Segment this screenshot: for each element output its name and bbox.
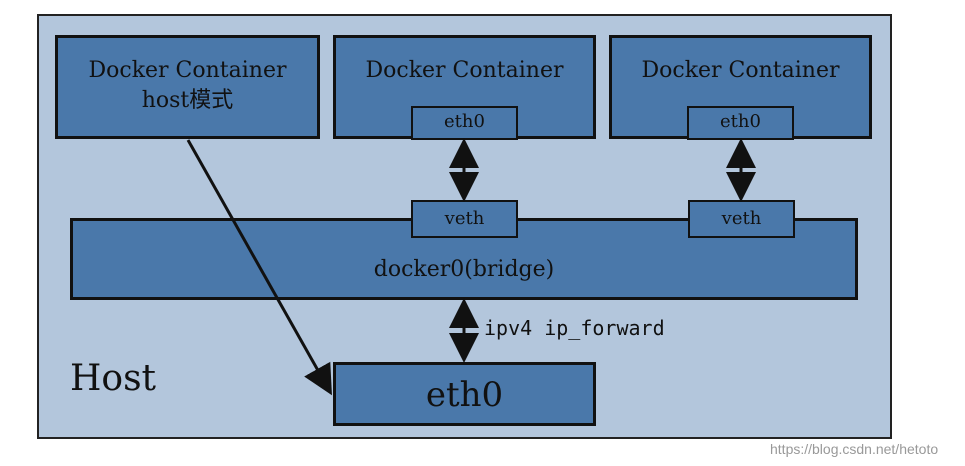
arrow-host-mode — [186, 139, 332, 396]
watermark: https://blog.csdn.net/hetoto — [770, 441, 939, 457]
veth-2: veth — [688, 200, 795, 238]
container-title: Docker Container — [641, 58, 840, 83]
container-3: Docker Container — [609, 35, 872, 139]
container-mode: host模式 — [141, 88, 234, 113]
container-title: Docker Container — [88, 58, 287, 83]
host-eth0: eth0 — [333, 362, 596, 426]
container-2-eth0: eth0 — [411, 106, 518, 140]
container-host-mode: Docker Container host模式 — [55, 35, 320, 139]
container-title: Docker Container — [365, 58, 564, 83]
bridge-label: docker0(bridge) — [373, 257, 555, 282]
host-label: Host — [70, 358, 157, 399]
host-eth0-label: eth0 — [425, 375, 504, 415]
ip-forward-label: ipv4 ip_forward — [484, 316, 665, 340]
veth-1: veth — [411, 200, 518, 238]
